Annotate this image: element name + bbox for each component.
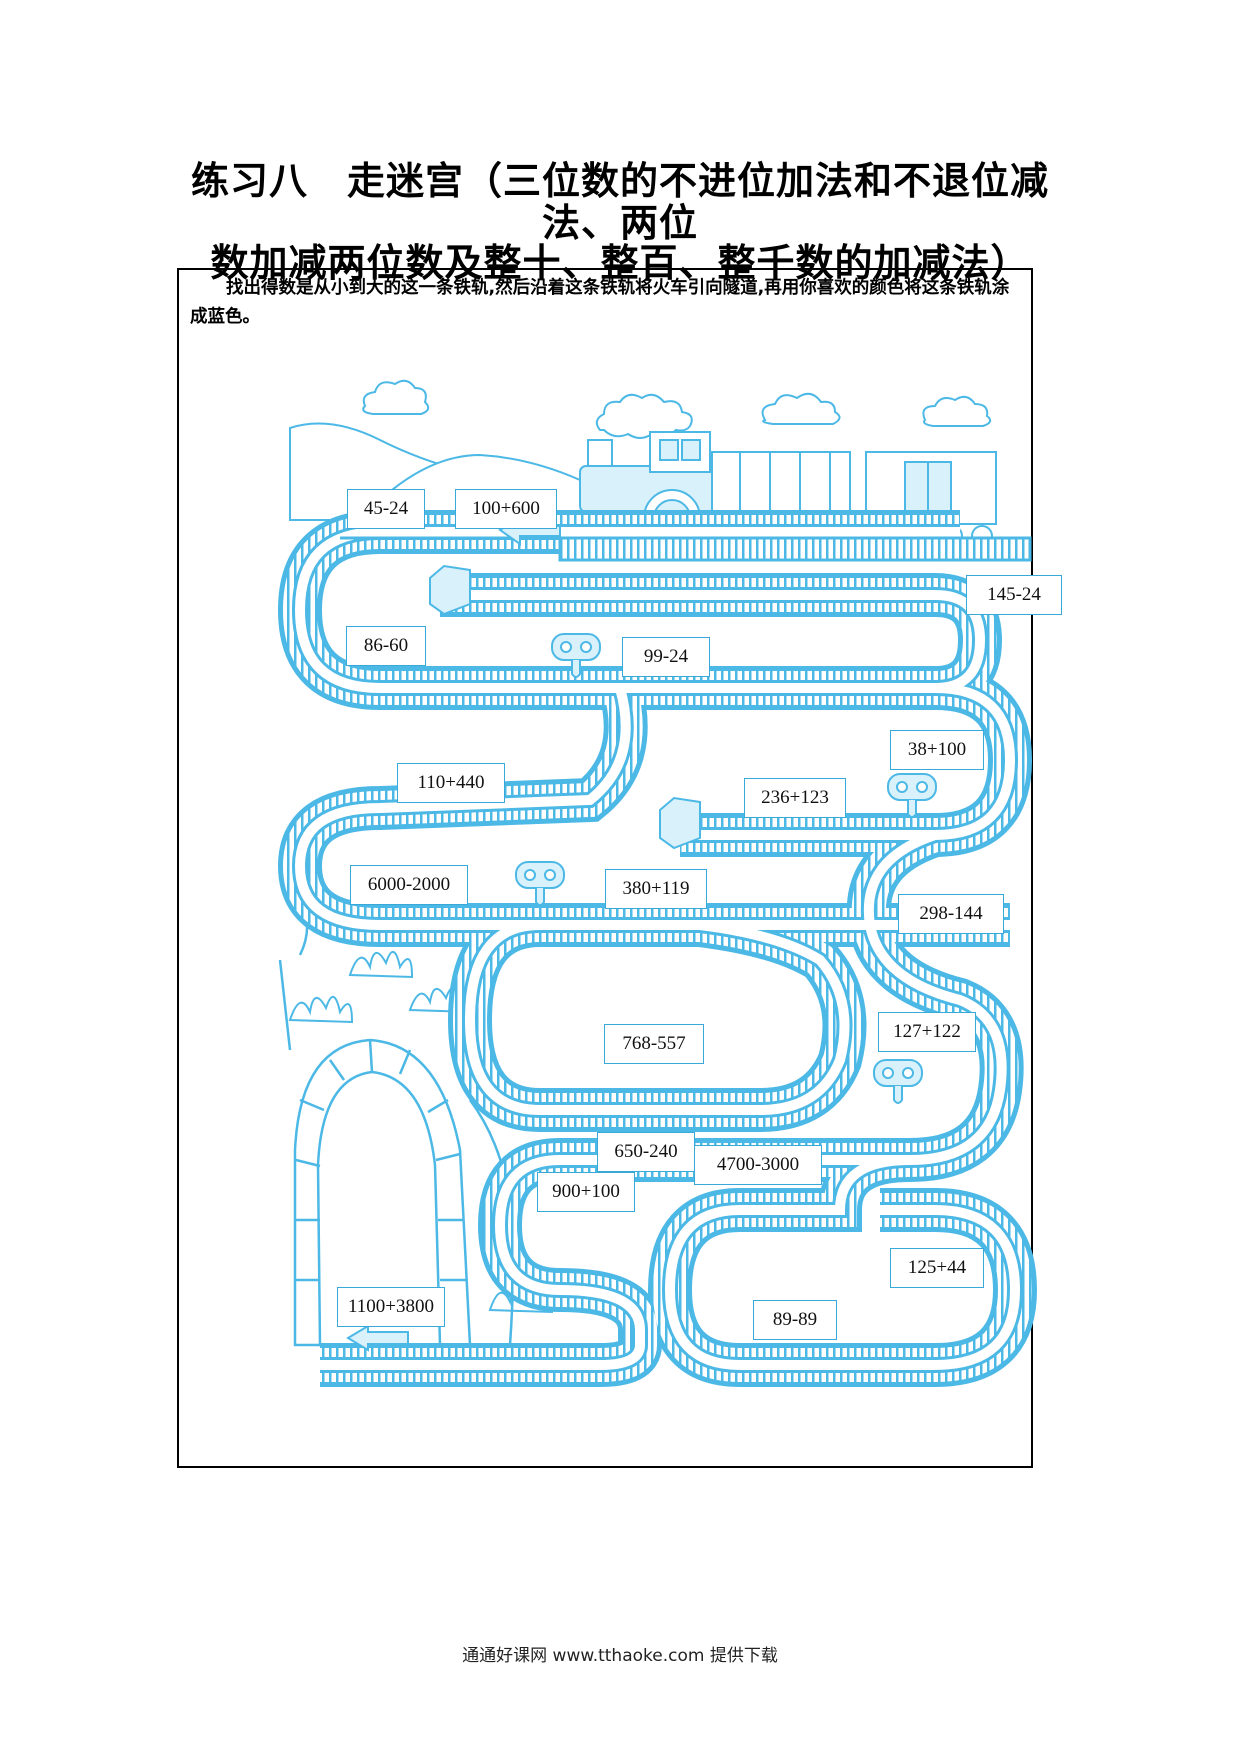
footer-source: 通通好课网 www.tthaoke.com 提供下载 — [462, 1646, 778, 1666]
buffer-stop-icon — [429, 564, 701, 850]
expression-298-144[interactable]: 298-144 — [898, 894, 1004, 934]
switch-icon — [515, 633, 937, 1104]
page-title-line-3: 数加减两位数及整十、整百、整千数的加减法） — [210, 240, 1030, 285]
expression-127-122[interactable]: 127+122 — [878, 1012, 976, 1052]
expression-110-440[interactable]: 110+440 — [397, 763, 505, 803]
expression-86-60[interactable]: 86-60 — [346, 626, 426, 666]
expression-4700-3000[interactable]: 4700-3000 — [694, 1145, 822, 1185]
cloud-icon — [922, 395, 992, 427]
expression-6000-2000[interactable]: 6000-2000 — [350, 865, 468, 905]
arrow-left-icon — [346, 1324, 409, 1352]
cloud-icon — [761, 392, 841, 425]
worksheet-frame — [177, 268, 1033, 1468]
expression-768-557[interactable]: 768-557 — [604, 1024, 704, 1064]
page-title-line-1: 练习八 走迷宫（三位数的不进位加法和不退位减 — [190, 158, 1049, 203]
expression-100-600[interactable]: 100+600 — [455, 489, 557, 529]
instruction-text: 找出得数是从小到大的这一条铁轨,然后沿着这条铁轨将火车引向隧道,再用你喜欢的颜色… — [190, 278, 1010, 327]
expression-900-100[interactable]: 900+100 — [537, 1172, 635, 1212]
expression-145-24[interactable]: 145-24 — [966, 575, 1062, 615]
expression-89-89[interactable]: 89-89 — [753, 1300, 837, 1340]
expression-38-100[interactable]: 38+100 — [890, 730, 984, 770]
page-title-line-2: 法、两位 — [541, 200, 698, 245]
cloud-icon — [362, 379, 430, 415]
expression-236-123[interactable]: 236+123 — [744, 778, 846, 818]
expression-125-44[interactable]: 125+44 — [890, 1248, 984, 1288]
expression-380-119[interactable]: 380+119 — [605, 869, 707, 909]
expression-650-240[interactable]: 650-240 — [597, 1132, 695, 1172]
rail-track — [558, 536, 1032, 562]
expression-45-24[interactable]: 45-24 — [347, 489, 425, 529]
expression-99-24[interactable]: 99-24 — [622, 637, 710, 677]
expression-1100-3800[interactable]: 1100+3800 — [337, 1287, 445, 1327]
tunnel-icon — [278, 914, 515, 1347]
